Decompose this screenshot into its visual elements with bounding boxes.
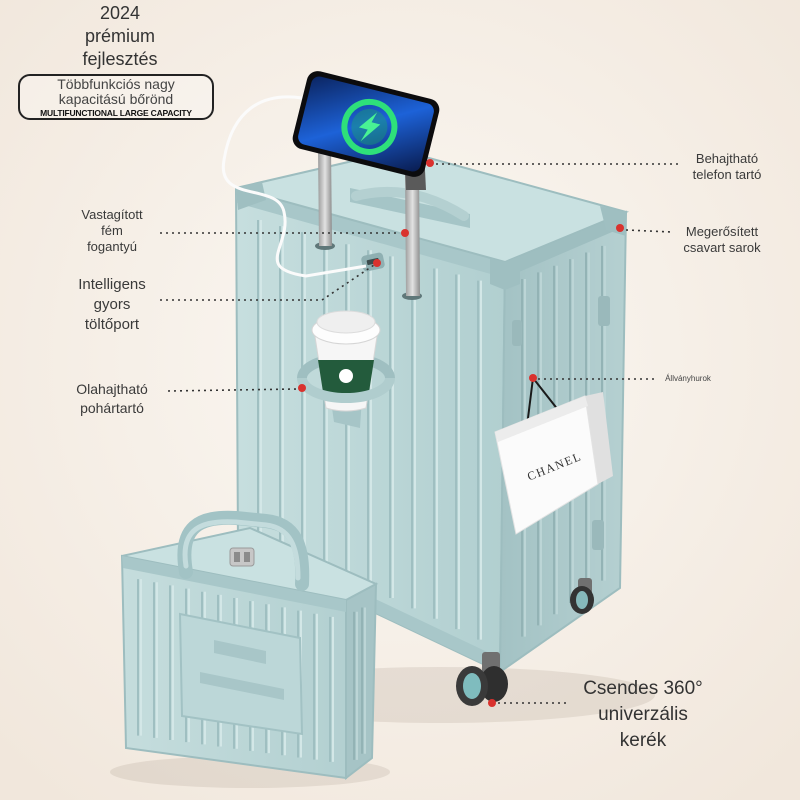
callout-line-corner: [625, 229, 673, 233]
cup-lid-top: [316, 310, 376, 334]
charging-ring-icon: [341, 98, 398, 155]
handle-bar-left: [318, 146, 332, 246]
large-suitcase: CHANEL: [221, 71, 655, 723]
coffee-cup: [311, 310, 381, 412]
callout-text: csavart sarok: [683, 240, 761, 255]
callout-dot-handle: [401, 229, 409, 237]
callout-label-stand-loop: Állványhurok: [640, 374, 736, 384]
wheel-hub: [463, 673, 481, 699]
wheel-rear-disc: [480, 666, 508, 702]
product-badge: Többfunkciós nagy kapacitású bőrönd MULT…: [18, 74, 214, 120]
side-latch-bottom: [592, 520, 604, 550]
badge-line2: kapacitású bőrönd: [58, 91, 174, 107]
back-wheel: [570, 578, 594, 614]
callout-text: fogantyú: [87, 239, 137, 254]
vanity-case: [110, 510, 390, 788]
callout-dot-stand-loop: [529, 374, 537, 382]
badge-line1: Többfunkciós nagy: [57, 76, 175, 92]
handle-bar-right: [405, 166, 420, 296]
smartphone: [292, 71, 440, 177]
front-wheel: [456, 652, 508, 706]
callout-label-wheels: Csendes 360° univerzális kerék: [553, 676, 733, 754]
front-latch: [512, 320, 522, 346]
callout-text: Megerősített: [685, 224, 759, 239]
vanity-handle-highlight: [182, 519, 301, 581]
callout-text: telefon tartó: [692, 167, 762, 182]
vanity-side-ribs: [353, 607, 366, 760]
callout-text: Állványhurok: [665, 374, 711, 383]
vanity-badge: [214, 640, 266, 664]
wheel-hub: [576, 591, 588, 609]
callout-text: univerzális: [598, 704, 688, 725]
callout-dot-wheels: [488, 699, 496, 707]
lightning-bolt-icon: [358, 112, 381, 142]
callout-text: töltőport: [84, 316, 140, 333]
callout-label-handle: Vastagított fém fogantyú: [62, 207, 162, 255]
side-frame-rim: [505, 212, 626, 278]
callout-dots: [298, 159, 624, 707]
bag-gusset: [585, 392, 613, 484]
callout-label-charging-port: Intelligens gyors töltőport: [52, 275, 172, 335]
callout-text: Intelligens: [78, 276, 146, 293]
cup-logo: [339, 369, 353, 383]
headline-year: 2024: [99, 3, 141, 23]
side-latch-top: [598, 296, 610, 326]
callout-text: Vastagított: [81, 207, 143, 222]
badge-subtitle: MULTIFUNCTIONAL LARGE CAPACITY: [40, 108, 192, 118]
callout-text: Behajtható: [695, 151, 759, 166]
vanity-center-panel: [178, 612, 304, 736]
combination-lock-icon: [229, 547, 255, 567]
headline-line2: prémium: [84, 26, 155, 46]
bag-opening: [495, 396, 588, 442]
shopping-bag: CHANEL: [494, 377, 613, 535]
callout-text: kerék: [619, 730, 667, 751]
callout-dot-corner: [616, 224, 624, 232]
callout-dot-phone-holder: [426, 159, 434, 167]
corner-cap-front: [490, 256, 520, 290]
callout-dot-charging-port: [373, 259, 381, 267]
callout-line-charging-port: [160, 264, 375, 301]
callout-lines: [160, 163, 680, 704]
vanity-panel-bar: [200, 672, 284, 700]
callout-label-corner: Megerősített csavart sarok: [662, 224, 782, 256]
callout-text: gyors: [93, 296, 131, 313]
callout-text: Olahajtható: [76, 381, 148, 397]
headline: 2024 prémium fejlesztés: [20, 2, 220, 71]
charging-cable: [221, 95, 367, 278]
headline-line3: fejlesztés: [82, 49, 158, 69]
callout-text: Csendes 360°: [583, 678, 703, 699]
callout-label-phone-holder: Behajtható telefon tartó: [672, 151, 782, 183]
callout-label-cup-holder: Olahajtható pohártartó: [52, 380, 172, 418]
callout-text: pohártartó: [80, 400, 144, 416]
cup-holder-ring-front: [297, 377, 395, 403]
front-face-ribs: [257, 220, 482, 640]
callout-dot-cup-holder: [298, 384, 306, 392]
callout-text: fém: [101, 223, 123, 238]
vanity-top-rim: [122, 556, 346, 612]
